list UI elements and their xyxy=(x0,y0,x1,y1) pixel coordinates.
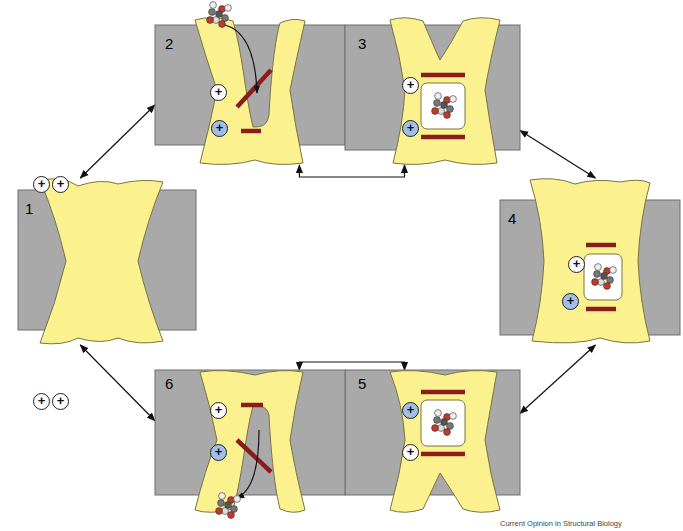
arrow-connector xyxy=(520,345,595,414)
transporter-drawing xyxy=(18,178,196,345)
gate-bar xyxy=(421,73,465,78)
transporter-state: 2 xyxy=(155,15,345,165)
transporter-drawing xyxy=(500,178,680,345)
transporter-state: 5 xyxy=(345,370,520,515)
state-number: 1 xyxy=(25,201,33,216)
ion: + xyxy=(210,444,227,461)
transporter-state: 4 xyxy=(500,178,680,345)
gate-bar xyxy=(421,452,465,457)
ion: + xyxy=(210,84,227,101)
gate-bar xyxy=(586,307,616,312)
ion: + xyxy=(402,120,419,137)
transporter-protein xyxy=(390,371,500,513)
substrate-path xyxy=(225,25,257,93)
transporter-protein xyxy=(530,179,650,343)
substrate-molecule xyxy=(432,410,457,436)
ion: + xyxy=(568,256,585,273)
ion: + xyxy=(52,176,69,193)
transporter-drawing xyxy=(345,15,520,165)
transporter-protein xyxy=(195,18,305,165)
ion: + xyxy=(402,402,419,419)
state-number: 4 xyxy=(508,211,516,226)
binding-cavity xyxy=(421,83,465,129)
binding-cavity xyxy=(421,400,465,446)
arrow-connector xyxy=(520,131,595,179)
state-number: 5 xyxy=(358,376,366,391)
ion: + xyxy=(402,77,419,94)
substrate-path xyxy=(237,430,259,498)
gate-bar xyxy=(586,243,616,248)
binding-cavity xyxy=(584,254,622,300)
substrate-molecule xyxy=(207,2,232,28)
ion: + xyxy=(33,393,50,410)
substrate-molecule xyxy=(216,493,241,519)
gate-bar xyxy=(241,129,261,134)
state-number: 3 xyxy=(358,36,366,51)
substrate-molecule xyxy=(432,93,457,119)
transporter-state: 1 xyxy=(18,178,196,345)
transporter-protein xyxy=(390,18,500,165)
ion: + xyxy=(211,120,228,137)
journal-credit: Current Opinion in Structural Biology xyxy=(500,519,622,528)
state-number: 6 xyxy=(165,376,173,391)
state-number: 2 xyxy=(165,36,173,51)
ion: + xyxy=(52,393,69,410)
gate-bar xyxy=(421,135,465,140)
ion: + xyxy=(562,293,579,310)
transporter-protein xyxy=(195,371,305,513)
gate-bar xyxy=(237,70,271,107)
gate-bar xyxy=(241,403,263,408)
transporter-drawing xyxy=(155,15,345,165)
arrow-connector xyxy=(299,165,404,177)
substrate-molecule xyxy=(592,264,617,290)
arrow-connector xyxy=(80,105,155,178)
transporter-protein xyxy=(40,179,163,344)
gate-bar xyxy=(237,440,271,472)
ion: + xyxy=(210,402,227,419)
ion: + xyxy=(402,444,419,461)
arrow-connector xyxy=(299,362,404,370)
arrow-connector xyxy=(80,345,155,421)
gate-bar xyxy=(421,390,465,395)
transporter-drawing xyxy=(345,370,520,515)
transporter-drawing xyxy=(155,370,345,515)
transporter-state: 3 xyxy=(345,15,520,165)
transporter-state: 6 xyxy=(155,370,345,515)
ion: + xyxy=(33,176,50,193)
